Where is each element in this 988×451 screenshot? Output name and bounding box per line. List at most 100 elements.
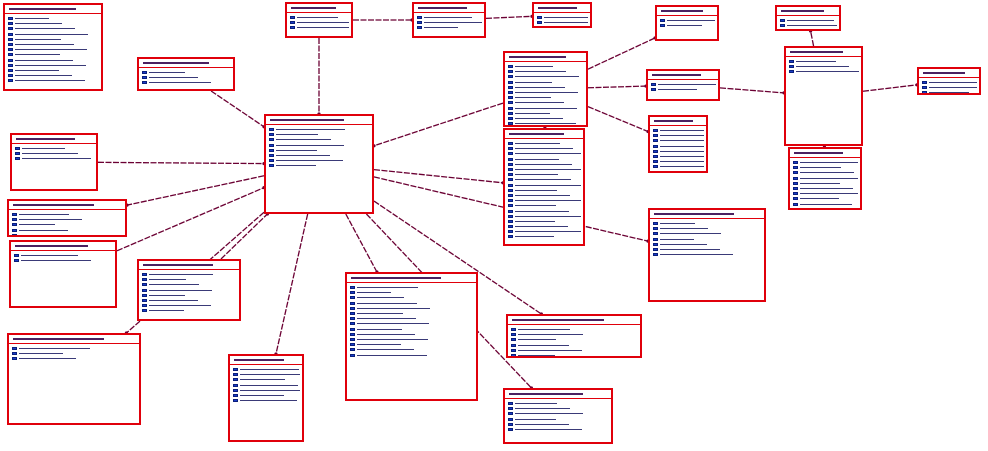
attribute-row[interactable] (9, 356, 139, 361)
attribute-row[interactable] (777, 23, 839, 28)
attribute-row[interactable] (266, 158, 372, 163)
attribute-row[interactable] (139, 298, 239, 303)
attribute-row[interactable] (919, 85, 979, 90)
attribute-row[interactable] (5, 42, 101, 47)
attribute-row[interactable] (790, 207, 860, 208)
attribute-row[interactable] (5, 16, 101, 21)
attribute-row[interactable] (12, 156, 96, 161)
attribute-row[interactable] (5, 21, 101, 26)
attribute-row[interactable] (266, 153, 372, 158)
attribute-row[interactable] (650, 154, 706, 159)
attribute-row[interactable] (650, 149, 706, 154)
attribute-row[interactable] (508, 348, 640, 353)
attribute-row[interactable] (505, 406, 611, 411)
attribute-row[interactable] (508, 343, 640, 348)
entity-table[interactable] (788, 147, 862, 210)
entity-table[interactable] (646, 69, 720, 101)
attribute-row[interactable] (505, 69, 586, 74)
attribute-row[interactable] (790, 186, 860, 191)
attribute-row[interactable] (505, 64, 586, 69)
attribute-row[interactable] (347, 327, 476, 332)
attribute-row[interactable] (650, 159, 706, 164)
entity-table[interactable] (228, 354, 304, 442)
attribute-row[interactable] (230, 388, 302, 393)
attribute-row[interactable] (266, 127, 372, 132)
attribute-row[interactable] (786, 59, 861, 64)
entity-table[interactable] (648, 208, 766, 302)
attribute-row[interactable] (505, 100, 586, 105)
attribute-row[interactable] (5, 37, 101, 42)
attribute-row[interactable] (414, 25, 484, 30)
attribute-row[interactable] (505, 229, 583, 234)
attribute-row[interactable] (786, 69, 861, 74)
attribute-row[interactable] (650, 221, 764, 226)
entity-table[interactable] (412, 2, 486, 38)
entity-table[interactable] (7, 333, 141, 425)
entity-table[interactable] (503, 388, 613, 444)
attribute-row[interactable] (919, 90, 979, 93)
entity-table[interactable] (648, 115, 708, 173)
attribute-row[interactable] (505, 167, 583, 172)
attribute-row[interactable] (790, 165, 860, 170)
attribute-row[interactable] (347, 332, 476, 337)
attribute-row[interactable] (230, 393, 302, 398)
attribute-row[interactable] (505, 95, 586, 100)
attribute-row[interactable] (650, 252, 764, 257)
attribute-row[interactable] (230, 383, 302, 388)
attribute-row[interactable] (790, 196, 860, 201)
entity-table[interactable] (3, 3, 103, 91)
attribute-row[interactable] (266, 143, 372, 148)
attribute-row[interactable] (508, 327, 640, 332)
attribute-row[interactable] (505, 121, 586, 125)
attribute-row[interactable] (505, 208, 583, 213)
attribute-row[interactable] (505, 417, 611, 422)
attribute-row[interactable] (505, 85, 586, 90)
attribute-row[interactable] (657, 18, 717, 23)
attribute-row[interactable] (650, 144, 706, 149)
entity-table[interactable] (137, 259, 241, 321)
attribute-row[interactable] (650, 128, 706, 133)
entity-table[interactable] (9, 240, 117, 308)
attribute-row[interactable] (505, 90, 586, 95)
attribute-row[interactable] (505, 80, 586, 85)
attribute-row[interactable] (505, 111, 586, 116)
attribute-row[interactable] (11, 258, 115, 263)
attribute-row[interactable] (650, 138, 706, 143)
entity-table[interactable] (506, 314, 642, 358)
attribute-row[interactable] (9, 346, 139, 351)
attribute-row[interactable] (650, 242, 764, 247)
attribute-row[interactable] (505, 401, 611, 406)
attribute-row[interactable] (9, 212, 125, 217)
attribute-row[interactable] (266, 132, 372, 137)
attribute-row[interactable] (139, 282, 239, 287)
attribute-row[interactable] (505, 234, 583, 239)
entity-table[interactable] (264, 114, 374, 214)
attribute-row[interactable] (505, 219, 583, 224)
attribute-row[interactable] (347, 352, 476, 357)
attribute-row[interactable] (347, 306, 476, 311)
attribute-row[interactable] (12, 151, 96, 156)
attribute-row[interactable] (9, 228, 125, 233)
attribute-row[interactable] (139, 75, 233, 80)
attribute-row[interactable] (139, 70, 233, 75)
attribute-row[interactable] (9, 351, 139, 356)
attribute-row[interactable] (5, 68, 101, 73)
attribute-row[interactable] (505, 411, 611, 416)
attribute-row[interactable] (777, 18, 839, 23)
attribute-row[interactable] (347, 301, 476, 306)
entity-table[interactable] (137, 57, 235, 91)
entity-table[interactable] (7, 199, 127, 237)
attribute-row[interactable] (508, 337, 640, 342)
attribute-row[interactable] (790, 176, 860, 181)
attribute-row[interactable] (505, 177, 583, 182)
attribute-row[interactable] (505, 172, 583, 177)
entity-table[interactable] (655, 5, 719, 41)
attribute-row[interactable] (347, 295, 476, 300)
attribute-row[interactable] (139, 303, 239, 308)
attribute-row[interactable] (347, 337, 476, 342)
attribute-row[interactable] (505, 157, 583, 162)
attribute-row[interactable] (790, 202, 860, 207)
attribute-row[interactable] (230, 398, 302, 403)
attribute-row[interactable] (5, 73, 101, 78)
attribute-row[interactable] (505, 193, 583, 198)
